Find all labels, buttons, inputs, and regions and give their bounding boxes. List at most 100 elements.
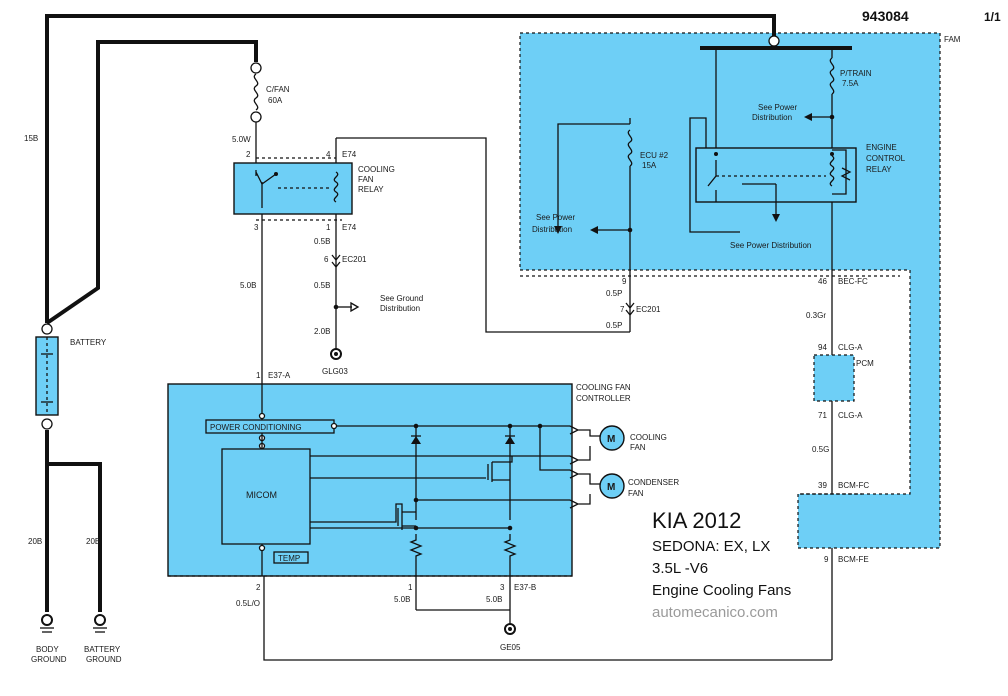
bcm-fc-label: BCM-FC [838,481,869,490]
wire-2-0b: 2.0B [314,327,330,336]
controller-pin-1: 1 [256,371,261,380]
ecu2-fuse-amp: 15A [642,161,657,170]
wire-15b: 15B [24,134,38,143]
pcm-module [814,355,854,401]
relay-pin-3: 3 [254,223,259,232]
condenser-fan-label-1: CONDENSER [628,478,679,487]
p-train-fuse-amp: 7.5A [842,79,859,88]
clg-a-label-2: CLG-A [838,411,863,420]
source-watermark: automecanico.com [652,604,778,621]
power-conditioning-label: POWER CONDITIONING [210,423,302,432]
ge05-label: GE05 [500,643,521,652]
glg03-label: GLG03 [322,367,348,376]
clg-a-label-1: CLG-A [838,343,863,352]
wire-0-5g: 0.5G [812,445,829,454]
ec201-label-a: EC201 [342,255,367,264]
bcm-pin-9: 9 [824,555,829,564]
motor-m-1: M [607,434,615,445]
battery-ground-label-2: GROUND [86,655,122,664]
bcm-fe-label: BCM-FE [838,555,869,564]
fam-module [520,33,940,548]
page-number: 1/1 [984,10,1001,24]
controller-label-2: CONTROLLER [576,394,631,403]
ec201-label-b: EC201 [636,305,661,314]
controller-pin-1-bottom: 1 [408,583,413,592]
see-power-dist-1b: Distribution [752,113,792,122]
micom-box [221,448,311,545]
cooling-fan-label-1: COOLING [630,433,667,442]
controller-pin-2-bottom: 2 [256,583,261,592]
battery-ground-label-1: BATTERY [84,645,121,654]
battery-label: BATTERY [70,338,107,347]
bec-fc-label: BEC-FC [838,277,868,286]
body-ground-label-1: BODY [36,645,59,654]
title-system: Engine Cooling Fans [652,582,792,599]
temp-label: TEMP [278,554,300,563]
battery-ground-symbol [93,614,107,633]
wire-20b-a: 20B [28,537,42,546]
body-ground-label-2: GROUND [31,655,67,664]
cooling-fan-label-2: FAN [630,443,646,452]
wire-0-5lo: 0.5L/O [236,599,260,608]
pcm-pin-94: 94 [818,343,827,352]
micom-label: MICOM [246,490,277,500]
ecu2-fuse [627,129,633,167]
engine-control-relay-label-2: CONTROL [866,154,906,163]
c-fan-fuse-amp: 60A [268,96,283,105]
wire-20b-b: 20B [86,537,100,546]
c-fan-fuse [253,73,259,111]
engine-control-relay-label-3: RELAY [866,165,892,174]
engine-control-relay-label-1: ENGINE [866,143,897,152]
cooling-fan-motor [599,425,625,451]
condenser-fan-motor [599,473,625,499]
title-engine: 3.5L -V6 [652,560,709,577]
see-power-dist-3: See Power Distribution [730,241,811,250]
wire-5-0b-d: 5.0B [486,595,502,604]
pcm-pin-71: 71 [818,411,827,420]
body-ground-symbol [40,614,54,633]
ec201-pin-7: 7 [620,305,625,314]
wire-0-5p-a: 0.5P [606,289,622,298]
relay-pin-1: 1 [326,223,331,232]
relay-pin-4: 4 [326,150,331,159]
e37-b-label: E37-B [514,583,536,592]
wire-0-5b-a: 0.5B [314,237,330,246]
cooling-fan-relay-label-3: RELAY [358,185,384,194]
condenser-fan-label-2: FAN [628,489,644,498]
wire-0-5p-b: 0.5P [606,321,622,330]
relay-pin-2: 2 [246,150,251,159]
fam-pin-46: 46 [818,277,827,286]
cooling-fan-relay-label-1: COOLING [358,165,395,174]
see-power-dist-2b: Distribution [532,225,572,234]
fam-pin-9: 9 [622,277,627,286]
e74-top-label: E74 [342,150,357,159]
wire-0-5b-b: 0.5B [314,281,330,290]
see-ground-dist-1: See Ground [380,294,423,303]
controller-label-1: COOLING FAN [576,383,631,392]
see-power-dist-1a: See Power [758,103,797,112]
motor-m-2: M [607,482,615,493]
fam-label: FAM [944,35,961,44]
controller-pin-3-bottom: 3 [500,583,505,592]
see-ground-dist-2: Distribution [380,304,420,313]
ecu2-fuse-label: ECU #2 [640,151,669,160]
p-train-fuse [829,57,835,95]
wire-0-3gr: 0.3Gr [806,311,826,320]
e37-a-label: E37-A [268,371,291,380]
ec201-pin-6: 6 [324,255,329,264]
title-model: SEDONA: EX, LX [652,538,771,555]
wire-5-0b-c: 5.0B [394,595,410,604]
document-number: 943084 [862,8,909,24]
c-fan-fuse-label: C/FAN [266,85,290,94]
see-power-dist-2a: See Power [536,213,575,222]
e74-bottom-label: E74 [342,223,357,232]
pcm-label: PCM [856,359,874,368]
wire-5-0w: 5.0W [232,135,251,144]
wire-5-0b-main: 5.0B [240,281,256,290]
temp-box [273,551,309,564]
p-train-fuse-label: P/TRAIN [840,69,872,78]
bcm-pin-39: 39 [818,481,827,490]
cooling-fan-relay-label-2: FAN [358,175,374,184]
title-make: KIA 2012 [652,508,742,533]
